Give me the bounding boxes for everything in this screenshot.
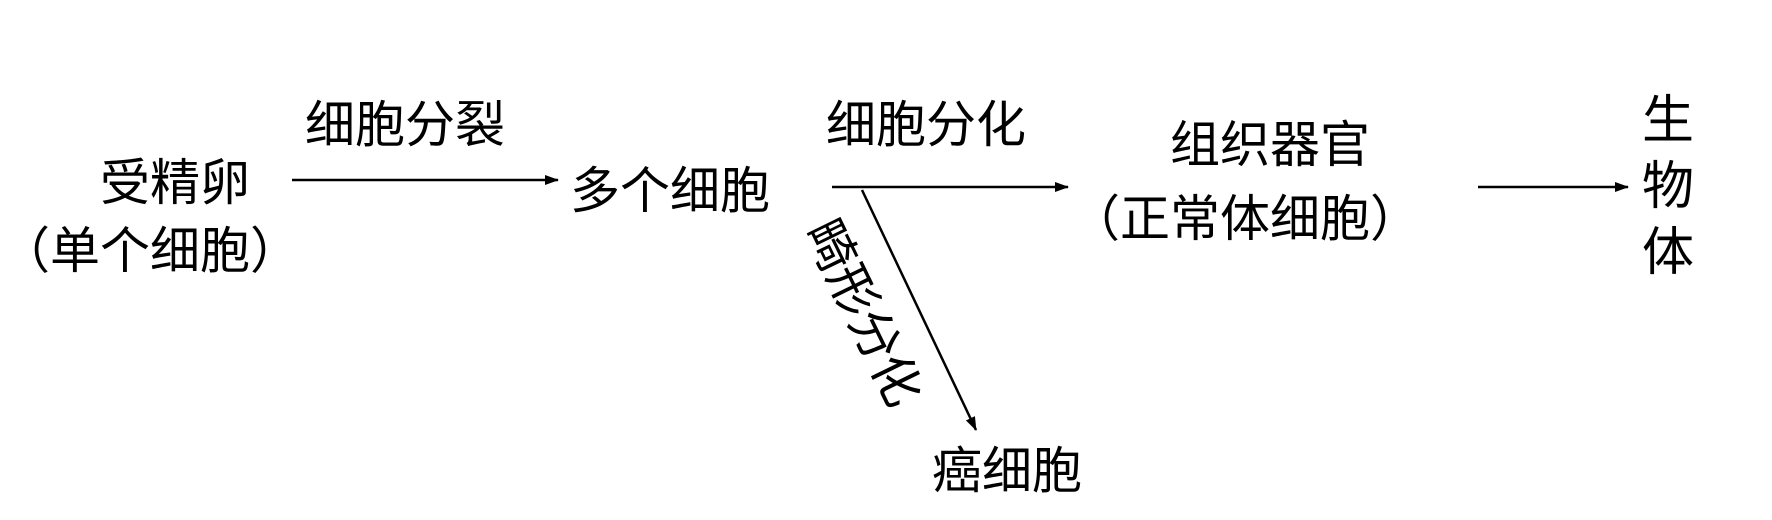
division-label: 细胞分裂	[305, 96, 505, 154]
organism-char-1: 生	[1641, 91, 1694, 151]
organism-label: 生 物 体	[1638, 88, 1698, 286]
differentiation-label: 细胞分化	[826, 96, 1026, 154]
zygote-label: 受精卵	[100, 154, 250, 212]
cancer-cell-label: 癌细胞	[932, 442, 1082, 500]
organism-char-3: 体	[1641, 223, 1694, 283]
organism-char-2: 物	[1641, 157, 1694, 217]
multi-cells-label: 多个细胞	[570, 162, 770, 220]
arrow-abnormal	[860, 189, 978, 431]
tissue-sublabel: （正常体细胞）	[1070, 190, 1420, 248]
tissue-label: 组织器官	[1170, 116, 1370, 174]
zygote-sublabel: （单个细胞）	[0, 222, 300, 280]
